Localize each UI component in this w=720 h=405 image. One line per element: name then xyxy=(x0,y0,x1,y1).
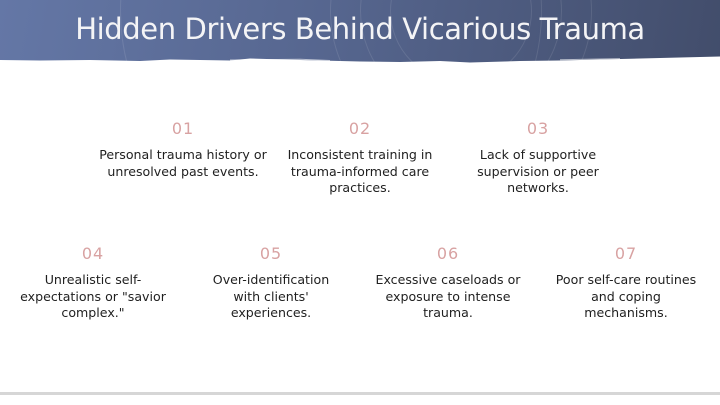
title-banner: Hidden Drivers Behind Vicarious Trauma xyxy=(0,0,720,68)
bottom-divider xyxy=(0,392,720,395)
slide-title: Hidden Drivers Behind Vicarious Trauma xyxy=(75,12,645,46)
item-number: 04 xyxy=(81,244,105,263)
item-description: Over-identification with clients' experi… xyxy=(212,272,330,320)
driver-item-07: 07 Poor self-care routines and coping me… xyxy=(540,244,712,322)
item-number: 06 xyxy=(436,244,460,263)
item-description: Unrealistic self-expectations or "savior… xyxy=(20,272,166,320)
driver-item-04: 04 Unrealistic self-expectations or "sav… xyxy=(7,244,179,322)
item-number: 07 xyxy=(614,244,638,263)
driver-item-02: 02 Inconsistent training in trauma-infor… xyxy=(274,119,446,197)
driver-item-05: 05 Over-identification with clients' exp… xyxy=(185,244,357,322)
item-description: Inconsistent training in trauma-informed… xyxy=(287,147,433,195)
item-number: 01 xyxy=(171,119,195,138)
driver-item-06: 06 Excessive caseloads or exposure to in… xyxy=(362,244,534,322)
item-number: 03 xyxy=(526,119,550,138)
item-description: Lack of supportive supervision or peer n… xyxy=(477,147,599,195)
item-number: 05 xyxy=(259,244,283,263)
item-description: Poor self-care routines and coping mecha… xyxy=(555,272,697,320)
item-description: Excessive caseloads or exposure to inten… xyxy=(375,272,521,320)
item-description: Personal trauma history or unresolved pa… xyxy=(99,147,267,179)
driver-item-03: 03 Lack of supportive supervision or pee… xyxy=(452,119,624,197)
driver-item-01: 01 Personal trauma history or unresolved… xyxy=(97,119,269,180)
torn-edge-decoration xyxy=(0,56,720,68)
item-number: 02 xyxy=(348,119,372,138)
